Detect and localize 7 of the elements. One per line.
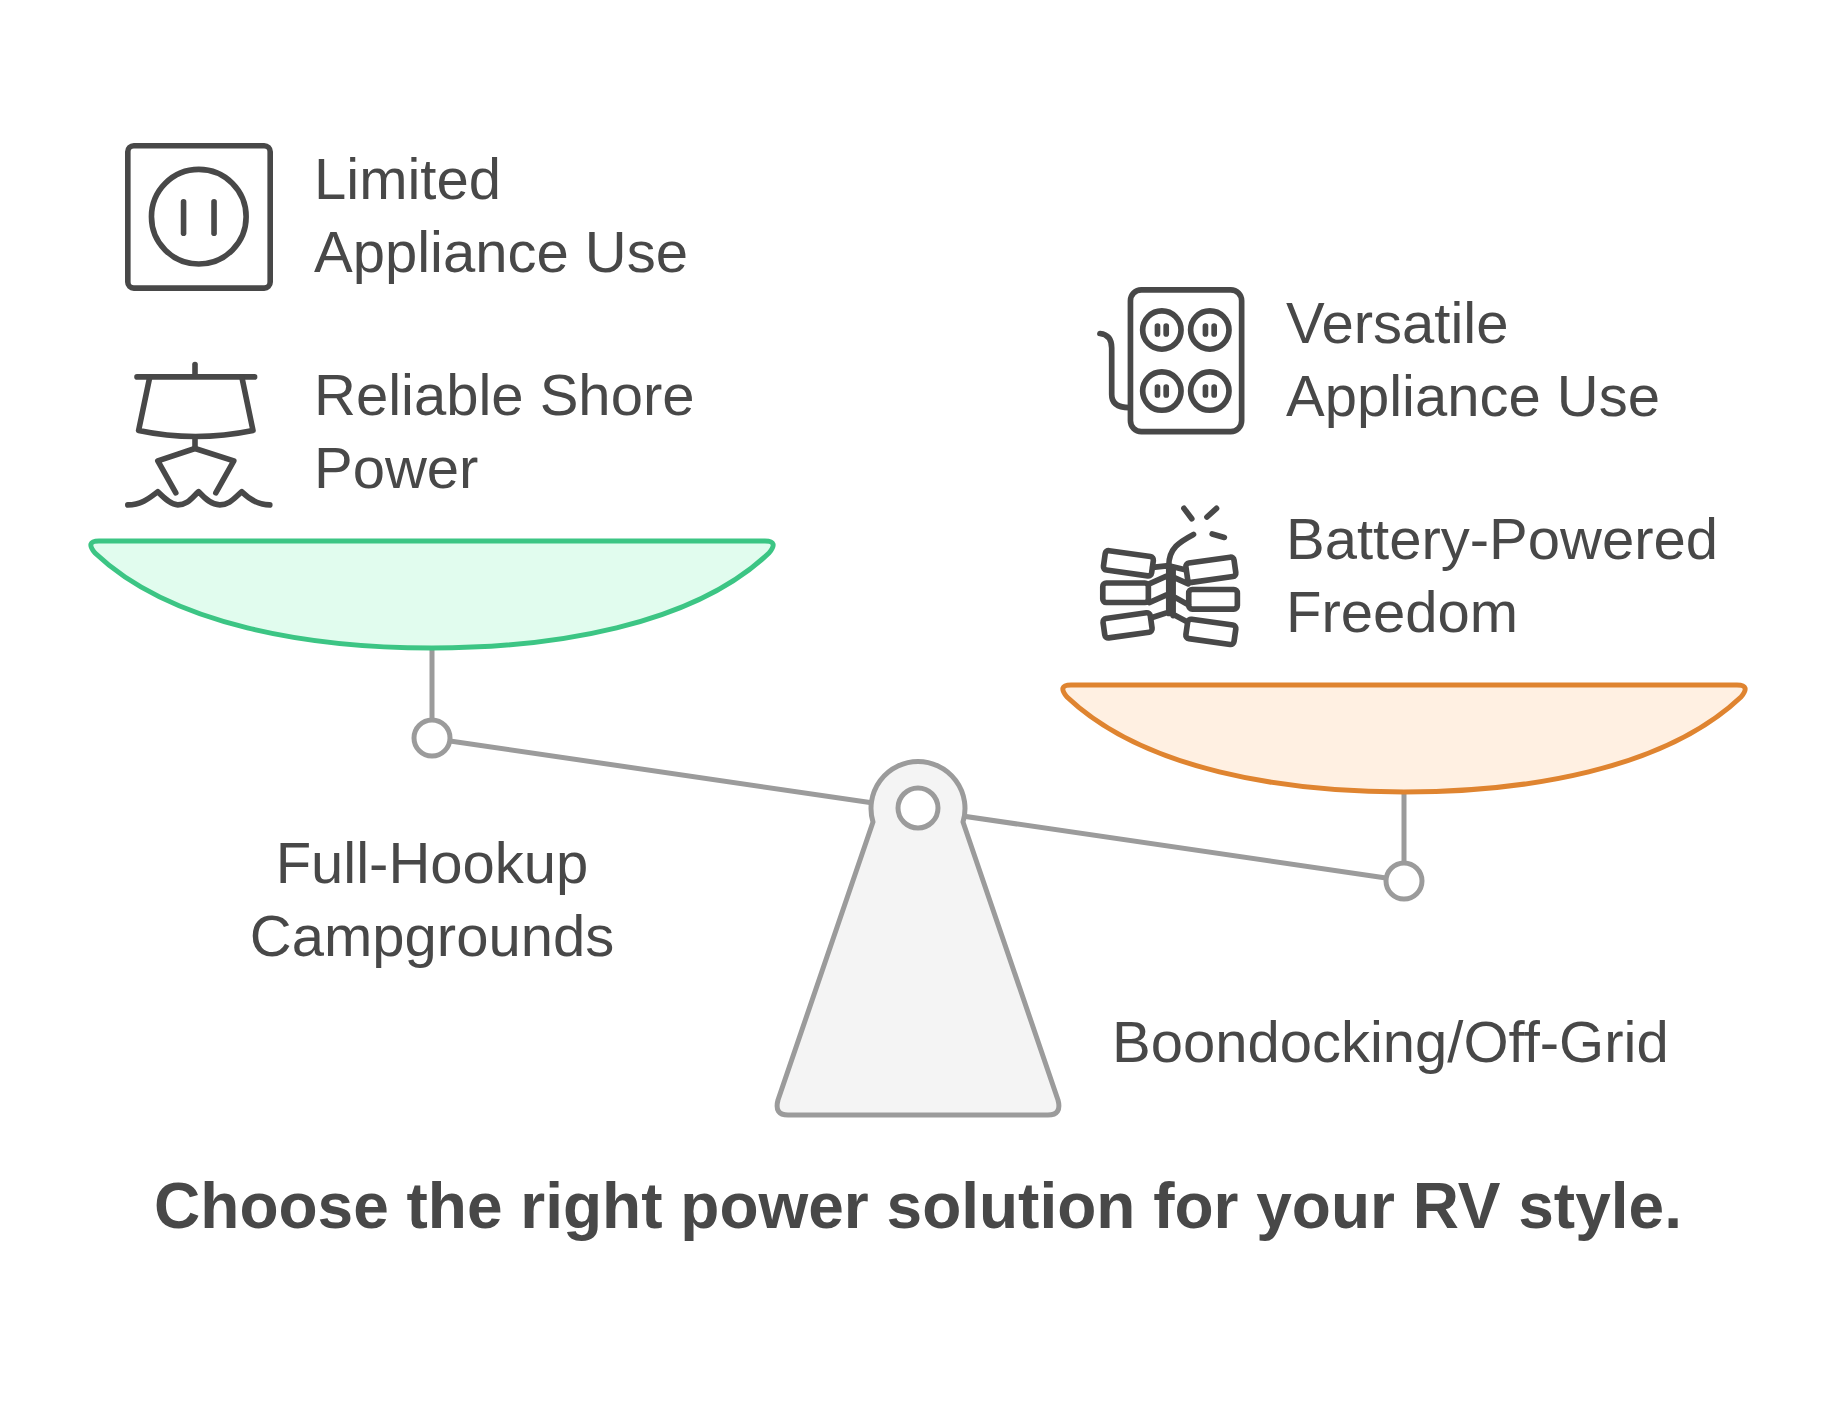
feature-label: Versatile Appliance Use: [1286, 290, 1660, 428]
feature-label: Reliable Shore Power: [314, 362, 695, 500]
feature-label: Limited Appliance Use: [314, 146, 688, 284]
category-label: Full-Hookup Campgrounds: [249, 830, 615, 968]
caption: Choose the right power solution for your RV style.: [154, 1170, 1682, 1242]
category-label: Boondocking/Off-Grid: [1112, 1009, 1669, 1074]
feature-label: Battery-Powered Freedom: [1286, 506, 1718, 644]
